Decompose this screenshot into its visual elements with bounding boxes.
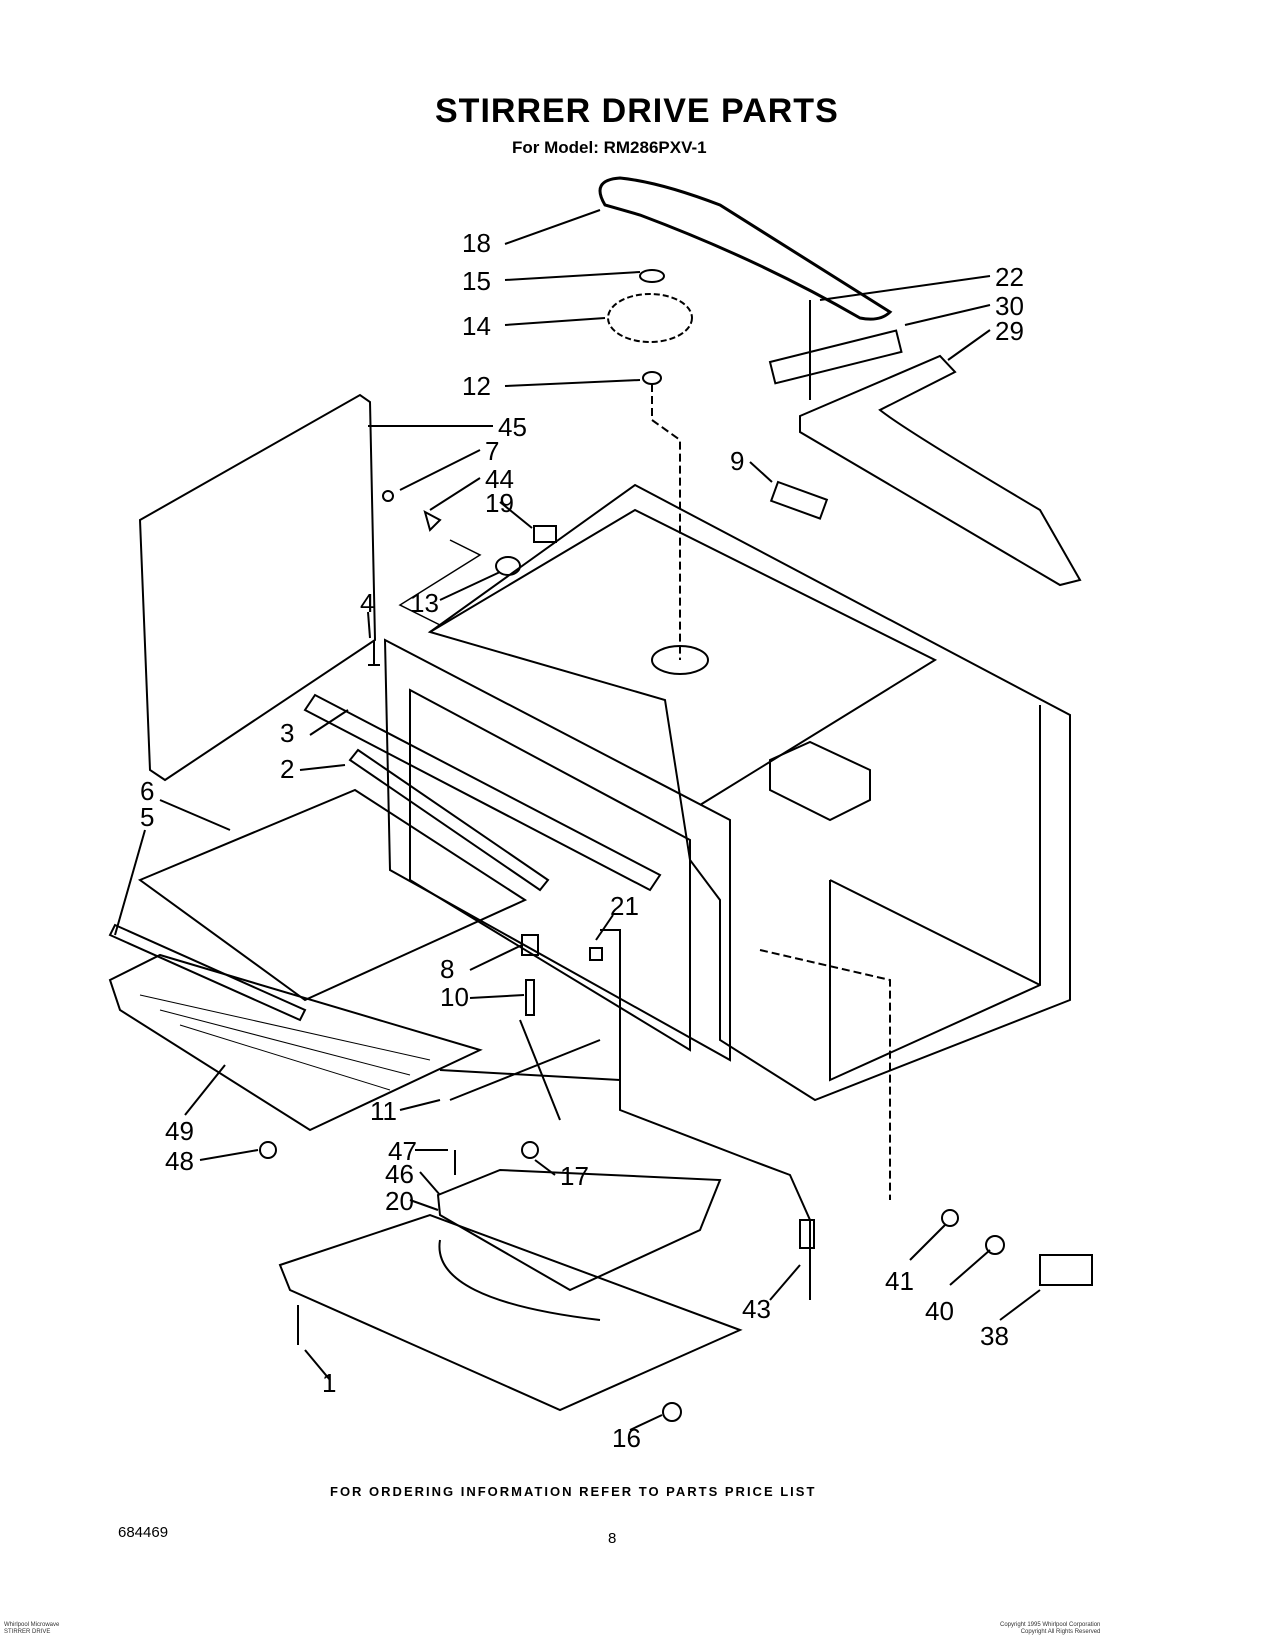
callout-41: 41 xyxy=(885,1266,914,1296)
callout-48: 48 xyxy=(165,1146,194,1176)
callout-1: 1 xyxy=(322,1368,336,1398)
callout-10: 10 xyxy=(440,982,469,1012)
part-38-switch xyxy=(1039,1254,1093,1286)
callout-40: 40 xyxy=(925,1296,954,1326)
part-19-socket xyxy=(533,525,557,543)
ordering-note: FOR ORDERING INFORMATION REFER TO PARTS … xyxy=(330,1484,817,1499)
callout-12: 12 xyxy=(462,371,491,401)
cavity-right-wall xyxy=(829,705,1041,1082)
part-2-trim xyxy=(348,748,550,892)
callout-14: 14 xyxy=(462,311,491,341)
callout-17: 17 xyxy=(560,1161,589,1191)
part-10-shaft xyxy=(525,979,535,1016)
callout-46: 46 xyxy=(385,1159,414,1189)
part-45-side-panel xyxy=(138,393,377,782)
bottom-left-line: STIRRER DRIVE xyxy=(4,1629,51,1635)
part-48-nut xyxy=(259,1141,277,1159)
page-title: STIRRER DRIVE PARTS xyxy=(435,92,839,130)
part-4-screw xyxy=(368,640,380,666)
callout-38: 38 xyxy=(980,1321,1009,1351)
part-46-bracket xyxy=(436,1168,722,1292)
part-6-glass-tray xyxy=(137,788,528,1002)
page-number: 8 xyxy=(608,1530,617,1547)
part-11-stirrer-blade xyxy=(439,1019,621,1121)
leader-lines xyxy=(114,209,1041,1431)
part-21-nut xyxy=(589,947,603,961)
part-44-clip xyxy=(423,510,442,532)
model-subtitle: For Model: RM286PXV-1 xyxy=(512,138,707,157)
callout-16: 16 xyxy=(612,1423,641,1453)
part-18-belt xyxy=(598,176,893,321)
part-9-block xyxy=(769,480,829,520)
front-frame xyxy=(383,638,731,1062)
document-number: 684469 xyxy=(118,1524,169,1541)
part-20-cover xyxy=(278,1213,743,1412)
callout-30: 30 xyxy=(995,291,1024,321)
stirrer-hub xyxy=(651,645,709,675)
callout-6: 6 xyxy=(140,776,154,806)
switch-leader-line xyxy=(759,949,891,1200)
callout-43: 43 xyxy=(742,1294,771,1324)
oven-cavity-outer xyxy=(427,483,1071,1102)
callout-20: 20 xyxy=(385,1186,414,1216)
callout-29: 29 xyxy=(995,316,1024,346)
front-frame-inner xyxy=(409,688,691,1052)
oven-cavity-top xyxy=(429,508,938,806)
part-43-sensor-wire xyxy=(600,929,811,1300)
cover-arc xyxy=(438,1239,601,1321)
callout-8: 8 xyxy=(440,954,454,984)
part-17-bearing xyxy=(521,1141,539,1159)
part-40-washer xyxy=(985,1235,1005,1255)
bottom-left-caption: Whirlpool Microwave STIRRER DRIVE xyxy=(4,1622,59,1636)
part-5-seal xyxy=(108,923,307,1022)
callout-22: 22 xyxy=(995,262,1024,292)
callout-13: 13 xyxy=(410,588,439,618)
callout-4: 4 xyxy=(360,588,374,618)
part-43-sensor xyxy=(799,1219,815,1249)
lamp-wire-line xyxy=(398,539,482,626)
part-29-bracket xyxy=(799,354,1082,587)
part-12-washer xyxy=(642,371,662,385)
callout-3: 3 xyxy=(280,718,294,748)
callout-18: 18 xyxy=(462,228,491,258)
callout-21: 21 xyxy=(610,891,639,921)
callout-44: 44 xyxy=(485,464,514,494)
part-8-coupling xyxy=(521,934,539,956)
callout-5: 5 xyxy=(140,802,154,832)
callout-19: 19 xyxy=(485,488,514,518)
cavity-inner-floor xyxy=(829,879,1041,986)
callout-49: 49 xyxy=(165,1116,194,1146)
callout-9: 9 xyxy=(730,446,744,476)
copyright-line: Copyright 1995 Whirlpool Corporation xyxy=(1000,1622,1101,1628)
callout-47: 47 xyxy=(388,1136,417,1166)
part-3-trim xyxy=(303,693,662,892)
waveguide-box xyxy=(769,740,871,822)
callout-7: 7 xyxy=(485,436,499,466)
part-49-grille xyxy=(108,953,483,1132)
part-30-terminal-block xyxy=(768,329,903,385)
bottom-right-caption: Copyright 1995 Whirlpool Corporation Cop… xyxy=(1000,1622,1100,1636)
callout-15: 15 xyxy=(462,266,491,296)
part-41-nut xyxy=(941,1209,959,1227)
bottom-left-line: Whirlpool Microwave xyxy=(4,1622,60,1628)
part-7-screw xyxy=(382,490,394,502)
grille-ribs xyxy=(139,994,431,1091)
callout-2: 2 xyxy=(280,754,294,784)
callout-labels: 1815141222302945744199134326521810491147… xyxy=(140,228,1024,1453)
callout-45: 45 xyxy=(498,412,527,442)
callout-11: 11 xyxy=(370,1096,397,1126)
part-16-fitting xyxy=(662,1402,682,1422)
stirrer-shaft-line xyxy=(651,384,681,660)
part-15-washer xyxy=(639,269,665,283)
copyright-line: Copyright All Rights Reserved xyxy=(1020,1629,1101,1635)
part-14-stirrer-gear xyxy=(607,293,693,343)
